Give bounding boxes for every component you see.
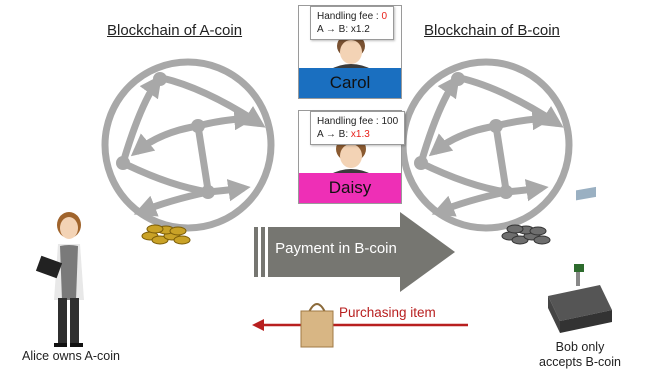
gold-coins-icon bbox=[141, 224, 191, 245]
carol-rate-value: x1.2 bbox=[350, 24, 370, 35]
daisy-rate-callout: Handling fee : 100 A → B: x1.3 bbox=[310, 111, 406, 145]
daisy-rate-value: x1.3 bbox=[350, 129, 370, 140]
alice-caption: Alice owns A-coin bbox=[22, 349, 120, 363]
daisy-rate-label: A → B: bbox=[317, 129, 351, 140]
daisy-name: Daisy bbox=[299, 173, 401, 203]
cash-register-icon bbox=[548, 186, 612, 333]
purchase-label: Purchasing item bbox=[339, 305, 436, 320]
left-chain-title: Blockchain of A-coin bbox=[107, 22, 243, 39]
carol-name: Carol bbox=[299, 68, 401, 98]
right-chain-title: Blockchain of B-coin bbox=[424, 22, 560, 39]
b-coin-network-icon bbox=[399, 58, 573, 232]
carol-rate-label: A → B: bbox=[317, 24, 351, 35]
payment-label: Payment in B-coin bbox=[275, 240, 397, 257]
shopping-bag-icon bbox=[300, 303, 334, 348]
carol-fee-label: Handling fee : bbox=[317, 11, 382, 22]
silver-coins-icon bbox=[501, 224, 551, 245]
bob-caption: Bob only accepts B-coin bbox=[520, 340, 640, 370]
alice-figure bbox=[35, 212, 84, 347]
daisy-fee-value: 100 bbox=[381, 116, 399, 127]
carol-rate-callout: Handling fee : 0 A → B: x1.2 bbox=[310, 6, 395, 40]
bob-caption-line2: accepts B-coin bbox=[539, 355, 621, 369]
payment-arrow bbox=[254, 212, 455, 292]
a-coin-network-icon bbox=[101, 58, 275, 232]
purchase-arrow bbox=[252, 319, 468, 331]
bob-caption-line1: Bob only bbox=[555, 340, 605, 354]
daisy-fee-label: Handling fee : bbox=[317, 116, 382, 127]
carol-fee-value: 0 bbox=[381, 11, 388, 22]
